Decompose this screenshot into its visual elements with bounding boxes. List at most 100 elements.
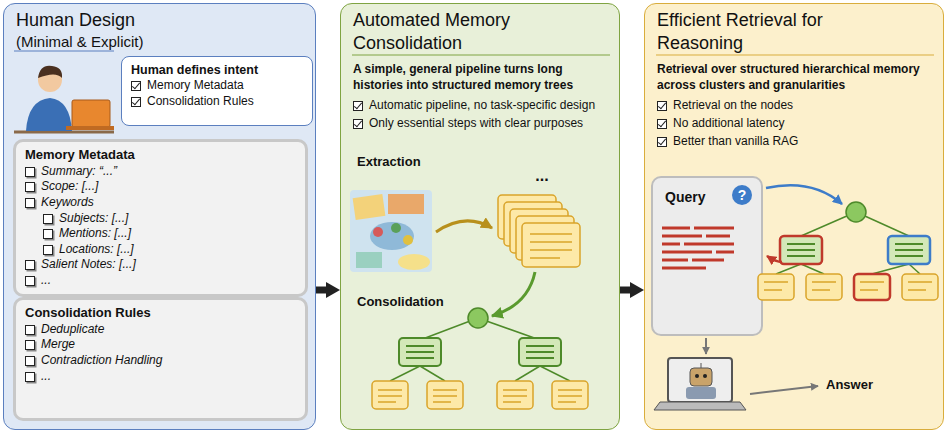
memory-cards: [498, 195, 580, 267]
memory-tree: [526, 345, 554, 347]
memory-tree: [503, 389, 527, 391]
memory-cards: [516, 216, 574, 260]
retrieval-tree: [860, 289, 878, 291]
memory-tree: [378, 389, 402, 391]
retrieval-tree: [758, 274, 794, 300]
text-row: Better than vanilla RAG: [657, 134, 937, 150]
text-row: Deduplicate: [25, 322, 296, 338]
retrieved-text: [662, 243, 680, 246]
flow-arrow: [316, 287, 332, 294]
robot-laptop: [686, 387, 716, 399]
retrieval-tree: [856, 212, 909, 236]
item-text: Locations: [...]: [59, 242, 296, 258]
retrieved-text: [662, 251, 712, 254]
memory-tree: [558, 395, 582, 397]
image-collage: [356, 252, 382, 268]
panel-subtitle: Retrieval over structured hierarchical m…: [657, 62, 937, 93]
empty-box: [43, 214, 53, 224]
retrieval-tree: [758, 202, 938, 300]
checked-box: [353, 101, 363, 111]
person-icon: [14, 66, 114, 132]
text-row: Consolidation Rules: [131, 94, 303, 110]
image-collage: [350, 190, 432, 272]
robot-laptop: [695, 374, 699, 378]
checked-box: [131, 81, 141, 91]
item-text: Consolidation Rules: [147, 94, 303, 110]
image-collage: [370, 222, 414, 250]
retrieval-tree: [764, 282, 932, 290]
memory-tree: [478, 318, 540, 340]
retrieval-tree: [787, 243, 815, 245]
item-text: Scope: [...]: [41, 179, 296, 195]
memory-tree: [433, 401, 451, 403]
memory-tree: [558, 389, 582, 391]
checked-box: [657, 137, 667, 147]
memory-tree: [399, 338, 561, 366]
text-row: Keywords: [25, 195, 296, 211]
retrieval-tree: [787, 255, 815, 257]
box-heading: Consolidation Rules: [25, 305, 296, 322]
memory-tree: [390, 366, 420, 381]
memory-tree: [540, 366, 570, 381]
item-text: Memory Metadata: [147, 78, 303, 94]
retrieved-text: [684, 243, 734, 246]
retrieval-tree: [787, 249, 815, 251]
retrieval-tree: [908, 281, 932, 283]
box-heading: Memory Metadata: [25, 147, 296, 164]
memory-tree: [526, 357, 554, 359]
image-collage: [403, 235, 413, 245]
empty-box: [25, 198, 35, 208]
retrieval-tree: [776, 264, 801, 274]
memory-tree: [503, 395, 527, 397]
ellipsis: ...: [522, 167, 562, 185]
image-collage: [398, 254, 430, 270]
intent-box: Human defines intentMemory MetadataConso…: [121, 56, 313, 126]
empty-box: [25, 340, 35, 350]
title-rule: [352, 55, 610, 56]
text-row: No additional latency: [657, 116, 937, 132]
text-row: A simple, general pipeline turns long hi…: [353, 62, 615, 93]
retrieval-tree: [895, 243, 923, 245]
empty-box: [25, 260, 35, 270]
memory-tree: [399, 338, 441, 366]
item-text: Only essential steps with clear purposes: [369, 116, 618, 132]
design-panel: Human Design(Minimal & Explicit)Human de…: [3, 3, 316, 430]
box-heading: Query: [665, 188, 735, 206]
memory-cards: [530, 233, 572, 235]
text-row: Human defines intent: [131, 62, 303, 78]
person-icon: [14, 131, 114, 134]
retrieved-text: [662, 227, 690, 230]
empty-box: [25, 276, 35, 286]
robot-laptop: [654, 402, 746, 410]
retrieval-tree: [860, 281, 884, 283]
rules-box: Consolidation RulesDeduplicateMergeContr…: [13, 297, 308, 421]
flow-arrow: [620, 287, 636, 294]
memory-cards: [498, 195, 556, 239]
memory-tree: [420, 366, 445, 381]
memory-tree: [433, 389, 457, 391]
item-text: Salient Notes: [...]: [41, 257, 296, 273]
retrieve-arrow: [767, 256, 782, 262]
retrieval-tree: [895, 255, 923, 257]
memory-tree: [468, 308, 488, 328]
text-row: ...: [25, 273, 296, 289]
text-row: Query: [665, 188, 735, 206]
robot-laptop: [690, 368, 712, 386]
extract-arrow: [436, 221, 492, 232]
memory-tree: [497, 381, 533, 409]
retrieval-tree: [909, 264, 920, 274]
checked-box: [131, 97, 141, 107]
memory-tree: [406, 357, 434, 359]
memory-cards: [530, 241, 572, 243]
retrieval-tree: [846, 202, 866, 222]
retrieved-text: [692, 259, 724, 262]
text-row: Scope: [...]: [25, 179, 296, 195]
panel-subtitle: (Minimal & Explicit): [16, 32, 216, 52]
text-row: Retrieval over structured hierarchical m…: [657, 62, 937, 93]
item-text: ...: [41, 273, 296, 289]
robot-laptop: [668, 358, 732, 402]
box-heading: Human defines intent: [131, 62, 303, 78]
retrieval-tree: [780, 236, 822, 264]
title-rule: [14, 51, 934, 55]
retrieval-tree: [908, 289, 926, 291]
